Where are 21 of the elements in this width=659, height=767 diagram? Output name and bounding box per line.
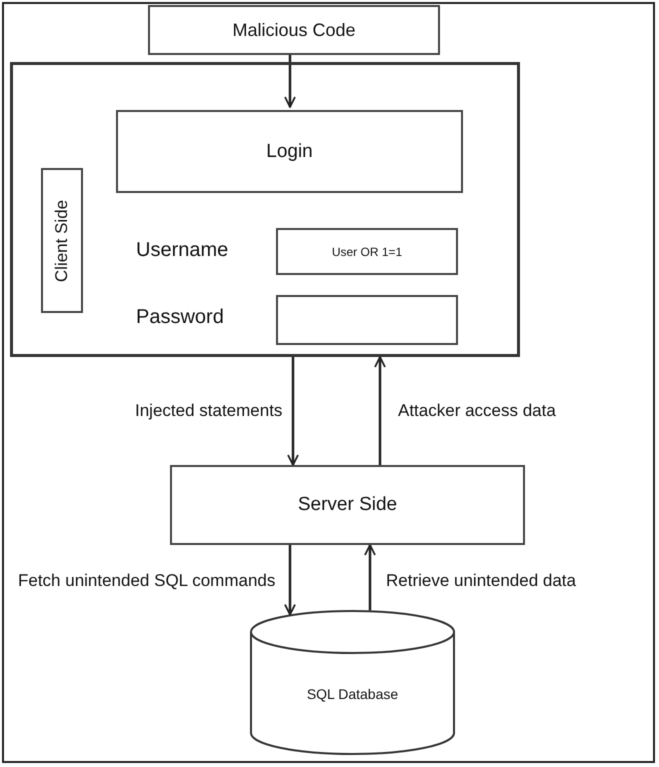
arrow [284, 545, 296, 616]
process-box [170, 465, 525, 545]
field-label: Username [136, 239, 228, 262]
field-label: Password [136, 306, 224, 329]
node-label: User OR 1=1 [332, 244, 402, 258]
arrow [287, 357, 299, 466]
arrow [374, 356, 386, 465]
process-box [148, 5, 440, 55]
arrow [364, 544, 376, 610]
arrow [284, 55, 296, 108]
node-label: SQL Database [306, 686, 398, 702]
node-label: Client Side [52, 199, 72, 282]
input-field [276, 295, 458, 345]
process-box [116, 110, 463, 193]
node-label: Server Side [298, 494, 398, 516]
side-panel [41, 168, 83, 313]
node-label: Login [266, 140, 313, 162]
node-label: Malicious Code [232, 20, 356, 40]
container-box [10, 62, 520, 357]
database-cylinder [250, 610, 455, 755]
input-field [276, 228, 458, 275]
